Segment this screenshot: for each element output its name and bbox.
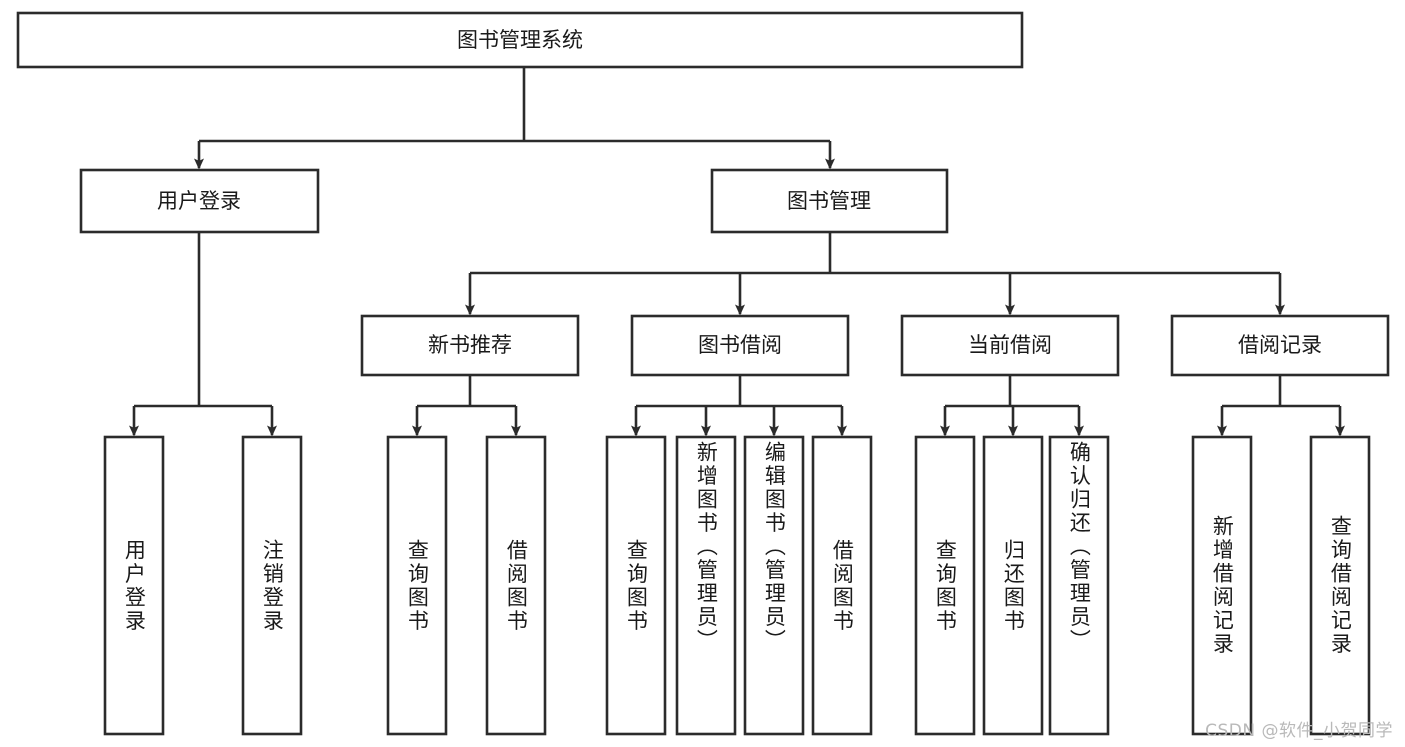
leaf-box-add-book[interactable] [675, 435, 737, 736]
leaf-box-query-book-current[interactable] [914, 435, 976, 736]
node-book-management-label: 图书管理 [787, 189, 871, 213]
node-borrow-record-box [1170, 314, 1390, 377]
leaf-box-return-book[interactable] [982, 435, 1044, 736]
node-root-label: 图书管理系统 [457, 28, 583, 52]
leaf-box-confirm-return[interactable] [1048, 435, 1110, 736]
node-borrow-record-label: 借阅记录 [1238, 333, 1322, 357]
leaf-box-query-book-recommend[interactable] [386, 435, 448, 736]
leaf-box-borrow-book[interactable] [811, 435, 873, 736]
leaf-box-logout[interactable] [241, 435, 303, 736]
leaf-box-query-book-borrow[interactable] [605, 435, 667, 736]
node-user-login-box [79, 168, 320, 234]
leaf-box-user-login[interactable] [103, 435, 165, 736]
node-current-borrow[interactable]: 当前借阅 [900, 314, 1120, 377]
node-new-book-recommend-label: 新书推荐 [428, 333, 512, 357]
node-borrow-record[interactable]: 借阅记录 [1170, 314, 1390, 377]
node-user-login[interactable]: 用户登录 [79, 168, 320, 234]
node-root[interactable]: 图书管理系统 [16, 11, 1024, 69]
connector-layer [129, 67, 1345, 437]
leaf-box-layer [103, 435, 1371, 736]
node-user-login-label: 用户登录 [157, 189, 241, 213]
leaf-box-query-borrow-record[interactable] [1309, 435, 1371, 736]
node-book-management[interactable]: 图书管理 [710, 168, 949, 234]
node-root-box [16, 11, 1024, 69]
node-new-book-recommend[interactable]: 新书推荐 [360, 314, 580, 377]
node-current-borrow-box [900, 314, 1120, 377]
node-current-borrow-label: 当前借阅 [968, 333, 1052, 357]
node-new-book-recommend-box [360, 314, 580, 377]
leaf-box-borrow-book-recommend[interactable] [485, 435, 547, 736]
watermark: CSDN @软件_小贺同学 [1205, 721, 1393, 741]
leaf-box-edit-book[interactable] [743, 435, 805, 736]
node-book-management-box [710, 168, 949, 234]
node-book-borrow-label: 图书借阅 [698, 333, 782, 357]
node-book-borrow[interactable]: 图书借阅 [630, 314, 850, 377]
leaf-box-add-borrow-record[interactable] [1191, 435, 1253, 736]
node-book-borrow-box [630, 314, 850, 377]
